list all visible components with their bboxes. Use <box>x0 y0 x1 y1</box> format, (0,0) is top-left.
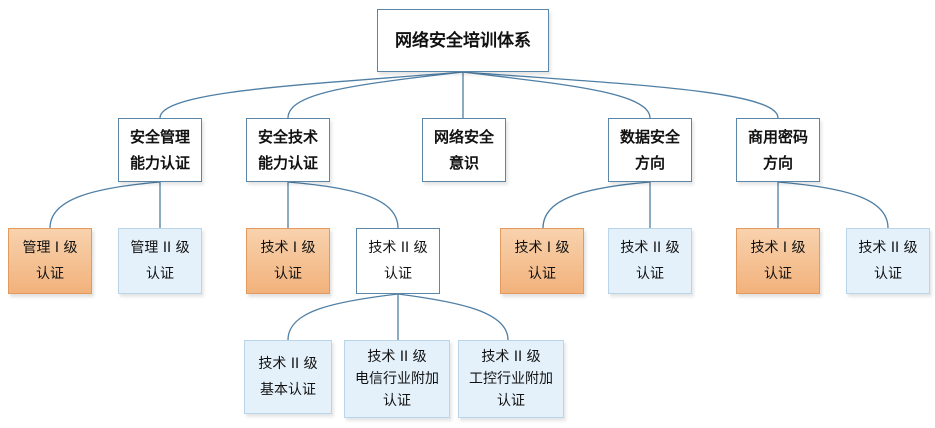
tech-level2-ics-cert: 技术 II 级 工控行业附加 认证 <box>458 340 564 418</box>
mgmt-level2-cert: 管理 II 级 认证 <box>118 228 202 294</box>
connector-root-to-crypto <box>462 71 779 119</box>
category-security-technology: 安全技术 能力认证 <box>246 118 330 182</box>
category-commercial-crypto: 商用密码 方向 <box>736 118 820 182</box>
connector-data-to-l1 <box>542 181 651 229</box>
tech-level1-cert: 技术 I 级 认证 <box>246 228 330 294</box>
crypto-level2-cert: 技术 II 级 认证 <box>846 228 930 294</box>
tech-level2-telecom-cert: 技术 II 级 电信行业附加 认证 <box>344 340 450 418</box>
connector-tech-to-l2 <box>287 181 399 229</box>
connector-root-to-mgmt <box>159 71 464 119</box>
tech-level2-basic-cert: 技术 II 级 基本认证 <box>244 340 332 414</box>
category-security-awareness: 网络安全 意识 <box>422 118 506 182</box>
connector-techl2-to-ics <box>397 293 509 341</box>
tech-level2-cert: 技术 II 级 认证 <box>356 228 440 294</box>
connector-crypto-to-l2 <box>777 181 889 229</box>
connector-mgmt-to-l1 <box>49 181 161 229</box>
connector-root-to-tech <box>287 71 464 119</box>
data-level1-cert: 技术 I 级 认证 <box>500 228 584 294</box>
data-level2-cert: 技术 II 级 认证 <box>608 228 692 294</box>
category-security-management: 安全管理 能力认证 <box>118 118 202 182</box>
crypto-level1-cert: 技术 I 级 认证 <box>736 228 820 294</box>
category-data-security: 数据安全 方向 <box>608 118 692 182</box>
connector-root-to-data <box>462 71 651 119</box>
root-node: 网络安全培训体系 <box>377 9 549 72</box>
connector-techl2-to-basic <box>287 293 399 341</box>
root-title: 网络安全培训体系 <box>395 30 531 51</box>
mgmt-level1-cert: 管理 I 级 认证 <box>8 228 92 294</box>
